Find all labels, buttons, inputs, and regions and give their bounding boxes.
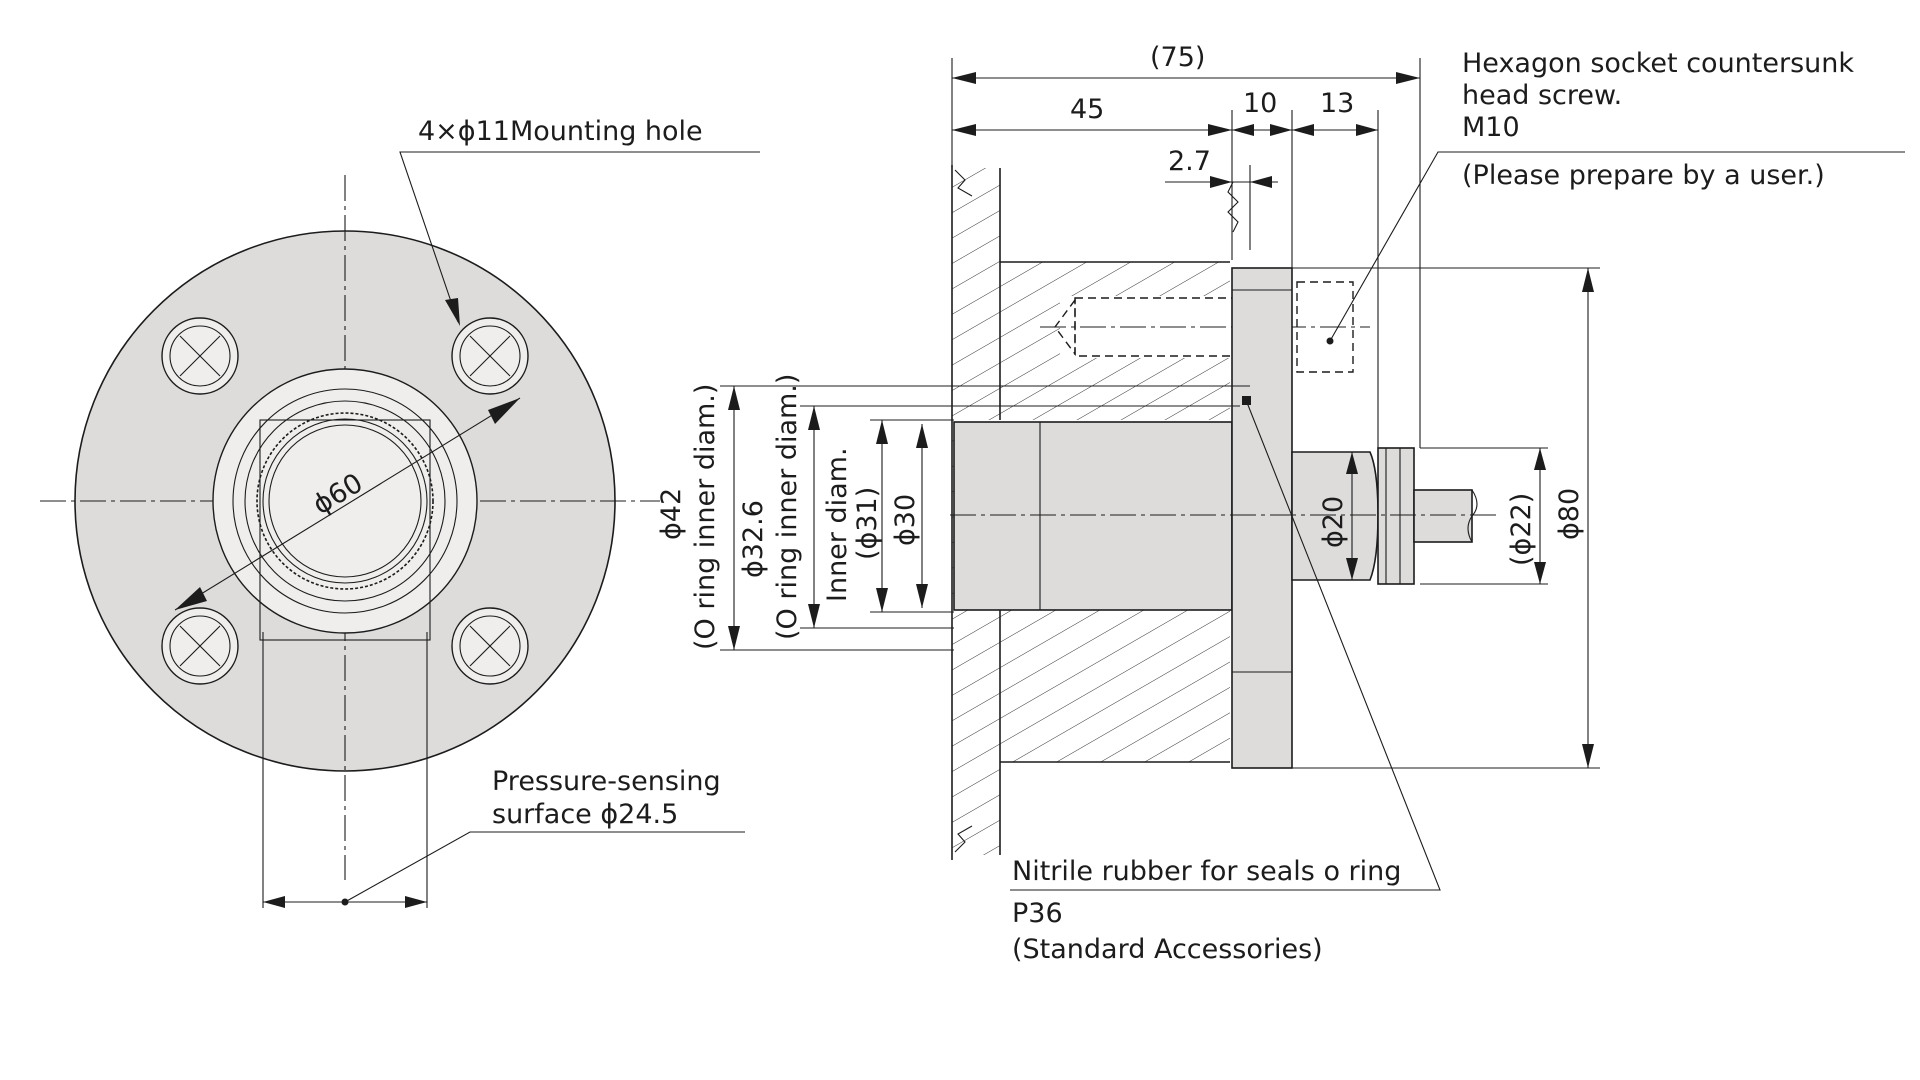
screw-note-leader [1329, 151, 1905, 342]
pressure-surface-label-2: surface ϕ24.5 [492, 799, 678, 830]
sensor-body [953, 421, 1233, 611]
oring-note-1: Nitrile rubber for seals o ring [1012, 856, 1401, 887]
connector-body [1377, 447, 1415, 585]
dim-inner-diam: Inner diam. [822, 447, 853, 602]
screw-note-1: Hexagon socket countersunk [1462, 48, 1854, 79]
dim-phi32-6: ϕ32.6 [738, 500, 769, 578]
screw-note-2: head screw. [1462, 80, 1622, 111]
dim-overall: (75) [1150, 42, 1205, 73]
dim-phi42-sub: (O ring inner diam.) [690, 384, 721, 650]
dim-45: 45 [1070, 94, 1104, 125]
mounting-hole-label: 4×ϕ11Mounting hole [418, 116, 703, 147]
front-view: ϕ60 4×ϕ11Mounting hole Pressure-sensing … [40, 116, 760, 908]
dim-2-7: 2.7 [1168, 146, 1211, 177]
dim-phi80: ϕ80 [1554, 488, 1585, 540]
dim-phi32-6-sub: (O ring inner diam.) [772, 374, 803, 640]
cable [1413, 489, 1473, 543]
hub-ring-3 [244, 400, 446, 602]
mounting-holes [161, 317, 529, 685]
mounting-hole-leader [399, 151, 760, 323]
pressure-surface-frame [259, 419, 431, 641]
hub-ring-2 [232, 388, 458, 614]
dim-phi30: ϕ30 [890, 494, 921, 546]
hub-outer-ring [212, 368, 478, 634]
dim-phi20: ϕ20 [1318, 496, 1349, 548]
dim-phi31: (ϕ31) [852, 487, 883, 560]
oring-ring [256, 412, 434, 590]
oring-note-3: (Standard Accessories) [1012, 934, 1323, 965]
hub-ring-5 [268, 424, 422, 578]
sensor-flange [1231, 267, 1293, 769]
dim-phi22: (ϕ22) [1506, 493, 1537, 566]
pressure-surface-leader [344, 831, 745, 903]
pressure-surface-label-1: Pressure-sensing [492, 766, 721, 797]
side-view: (75) 45 10 13 2.7 ϕ80 (ϕ22) [656, 42, 1905, 965]
dim-13: 13 [1320, 88, 1354, 119]
dim-10: 10 [1243, 88, 1277, 119]
oring-note-2: P36 [1012, 898, 1063, 929]
screw-note-3: M10 [1462, 112, 1520, 143]
dim-phi42: ϕ42 [656, 488, 687, 540]
pcd-dimension-line [174, 397, 521, 611]
hub-ring-4 [262, 418, 428, 584]
oring-note-leader [1010, 399, 1441, 891]
screw-note-4: (Please prepare by a user.) [1462, 160, 1825, 191]
screw-head [1296, 281, 1354, 373]
